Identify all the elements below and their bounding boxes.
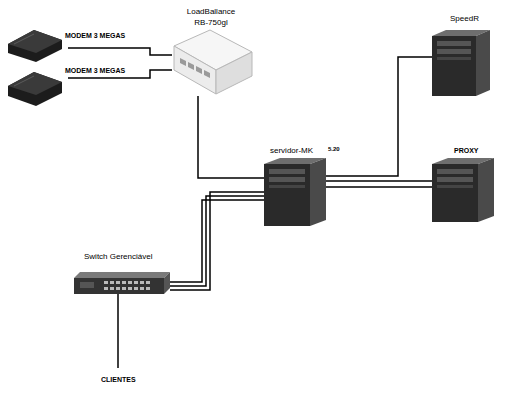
router-device xyxy=(174,30,252,94)
switch-side xyxy=(164,272,170,294)
server-tower xyxy=(432,30,490,96)
cable-line xyxy=(170,192,264,290)
modem-body xyxy=(8,72,62,106)
tower-front xyxy=(432,164,478,222)
drive-bay xyxy=(437,185,473,188)
drive-bay xyxy=(269,177,305,182)
modem-device xyxy=(8,30,62,62)
network-cable xyxy=(326,181,432,187)
network-cable xyxy=(68,48,172,55)
device-label: MODEM 3 MEGAS xyxy=(65,32,125,40)
switch-device xyxy=(74,272,170,294)
cable-line xyxy=(170,196,264,286)
router-node: LoadBallance RB-750gl xyxy=(172,28,254,96)
drive-bay xyxy=(437,41,471,46)
switch-node: Switch Gerenciável xyxy=(72,272,170,296)
client-wire xyxy=(117,294,119,368)
device-label: Switch Gerenciável xyxy=(84,252,152,262)
server-node: servidor-MK5.20 xyxy=(264,158,326,226)
modem-top xyxy=(8,72,62,95)
router-front xyxy=(174,46,216,94)
modem-highlight xyxy=(14,34,34,44)
router-side xyxy=(216,52,252,94)
version-label: 5.20 xyxy=(328,146,340,153)
cable-line xyxy=(326,186,432,188)
server-tower xyxy=(264,158,326,226)
tower-side xyxy=(310,158,326,226)
drive-bay xyxy=(437,177,473,182)
switch-ports xyxy=(104,281,150,290)
cable-line xyxy=(326,57,432,176)
clients-label: CLIENTES xyxy=(101,376,136,384)
network-cable xyxy=(198,96,264,178)
switch-front xyxy=(74,278,164,294)
device-label: SpeedR xyxy=(450,14,479,24)
network-cable xyxy=(326,57,432,176)
server-node: PROXY xyxy=(432,158,494,222)
tower-front xyxy=(264,164,310,226)
drive-bay xyxy=(437,57,471,60)
network-cable xyxy=(170,192,264,290)
cable-line xyxy=(170,200,264,282)
drive-bay xyxy=(269,169,305,174)
device-label: MODEM 3 MEGAS xyxy=(65,67,125,75)
tower-front xyxy=(432,36,476,96)
server-node: SpeedR xyxy=(432,30,490,96)
drive-bay xyxy=(437,49,471,54)
drive-bay xyxy=(269,185,305,188)
modem-node: MODEM 3 MEGAS xyxy=(8,28,68,62)
modem-node: MODEM 3 MEGAS xyxy=(8,66,68,110)
network-cable xyxy=(68,70,172,78)
modem-device xyxy=(8,72,62,106)
cable-line xyxy=(68,48,172,55)
server-tower xyxy=(432,158,494,222)
device-label: LoadBallance RB-750gl xyxy=(182,6,240,28)
tower-side xyxy=(476,30,490,96)
drive-bay xyxy=(437,169,473,174)
router-ports xyxy=(180,58,210,78)
modem-top xyxy=(8,30,62,53)
cable-line xyxy=(198,96,264,178)
switch-top xyxy=(74,272,170,278)
modem-highlight xyxy=(14,76,34,86)
modem-body xyxy=(8,30,62,62)
cable-line xyxy=(68,70,172,78)
device-label: servidor-MK xyxy=(270,146,313,156)
tower-side xyxy=(478,158,494,222)
device-label: PROXY xyxy=(454,147,479,155)
switch-panel xyxy=(80,282,94,288)
cable-line xyxy=(326,180,432,182)
